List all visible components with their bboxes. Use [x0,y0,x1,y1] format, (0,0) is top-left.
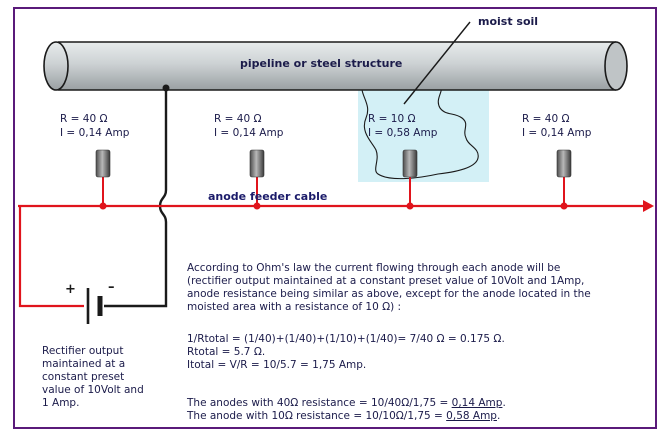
anode-1-current: I = 0,14 Amp [60,127,130,139]
current-results: The anodes with 40Ω resistance = 10/40Ω/… [187,397,506,423]
result-40-ohm-end: . [502,397,506,409]
resistance-calculation: 1/Rtotal = (1/40)+(1/40)+(1/10)+(1/40)= … [187,333,505,372]
rectifier-battery-symbol [84,288,104,324]
calc-line: 1/Rtotal = (1/40)+(1/40)+(1/10)+(1/40)= … [187,333,505,345]
anode-2-resistance: R = 40 Ω [214,113,262,125]
calc-line: Itotal = V/R = 10/5.7 = 1,75 Amp. [187,359,367,371]
rectifier-caption-line: maintained at a [42,358,126,370]
rectifier-caption-line: value of 10Volt and [42,384,144,396]
anode-4 [556,149,572,210]
result-10-ohm-end: . [496,410,501,422]
moist-soil-label: moist soil [478,15,539,28]
pipeline [43,41,628,91]
moist-area-highlight [358,85,489,182]
pipe-connection-node [162,84,170,92]
result-10-ohm-value: 0,58 Amp [446,410,497,422]
anode-2 [249,149,265,210]
cable-arrowhead [643,200,654,212]
anode-2-current: I = 0,14 Amp [214,127,284,139]
anode-4-resistance: R = 40 Ω [522,113,570,125]
explanation-line: moisted area with a resistance of 10 Ω) … [187,301,402,313]
rectifier-caption-line: constant preset [42,371,125,383]
explanation-line: anode resistance being similar as above,… [187,288,591,300]
ohms-law-explanation: According to Ohm's law the current flowi… [187,262,591,314]
anode-feeder-cable-label: anode feeder cable [208,190,328,203]
anode-1-resistance: R = 40 Ω [60,113,108,125]
explanation-line: (rectifier output maintained at a consta… [187,275,585,287]
result-40-ohm-value: 0,14 Amp [451,397,503,409]
anode-3 [402,149,418,210]
positive-cable [18,206,84,308]
result-40-ohm: The anodes with 40Ω resistance = 10/40Ω/… [187,397,506,410]
result-10-ohm-text: The anode with 10Ω resistance = 10/10Ω/1… [187,410,447,422]
anode-3-resistance: R = 10 Ω [368,113,416,125]
moist-soil-leader [403,21,471,105]
negative-cable [104,88,168,308]
anode-1 [95,149,111,210]
page-frame [13,7,657,429]
anode-4-current: I = 0,14 Amp [522,127,592,139]
result-40-ohm-text: The anodes with 40Ω resistance = 10/40Ω/… [187,397,452,409]
rectifier-caption: Rectifier output maintained at a constan… [42,345,144,410]
explanation-line: According to Ohm's law the current flowi… [187,262,561,274]
battery-plus-sign: + [65,282,76,297]
result-10-ohm: The anode with 10Ω resistance = 10/10Ω/1… [187,410,506,423]
rectifier-caption-line: Rectifier output [42,345,124,357]
anode-3-current: I = 0,58 Amp [368,127,438,139]
battery-minus-sign: – [108,280,115,295]
calc-line: Rtotal = 5.7 Ω. [187,346,266,358]
rectifier-caption-line: 1 Amp. [42,397,80,409]
pipeline-label: pipeline or steel structure [240,57,403,70]
